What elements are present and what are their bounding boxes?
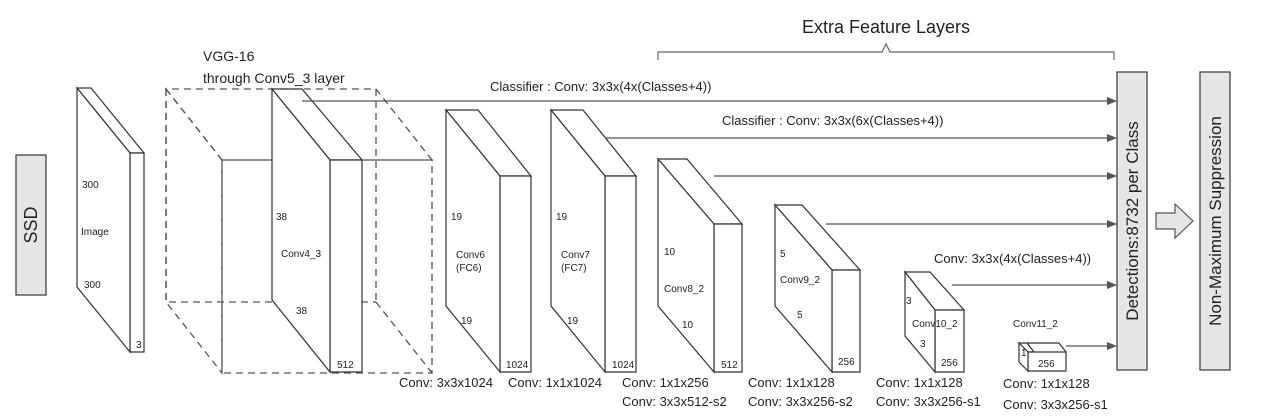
- conv9-2-width-label: 5: [797, 310, 803, 321]
- conv10-2-block: 3 Conv10_2 3 256: [903, 270, 966, 374]
- conv4-3-block: 38 Conv4_3 38 512: [270, 87, 364, 374]
- conv7-channel-label: 1024: [612, 360, 635, 371]
- flow-arrow-icon: [1155, 202, 1194, 240]
- image-height-label: 300: [82, 180, 99, 191]
- classifier-label-2: Classifier : Conv: 3x3x(6x(Classes+4)): [722, 113, 943, 128]
- conv6-width-label: 19: [461, 316, 473, 327]
- conv10-2-width-label: 3: [920, 339, 926, 350]
- conv6-name-label: Conv6: [456, 250, 485, 261]
- conv7-conv-label: Conv: 1x1x1024: [508, 375, 602, 390]
- conv8-2-conv2-label: Conv: 3x3x512-s2: [622, 394, 727, 409]
- conv9-2-height-label: 5: [780, 249, 786, 260]
- detections-box: Detections:8732 per Class: [1116, 71, 1148, 371]
- conv11-2-name-label: Conv11_2: [1013, 319, 1058, 330]
- conv8-2-height-label: 10: [664, 247, 676, 258]
- conv6-channel-label: 1024: [506, 360, 529, 371]
- conv10-2-conv1-label: Conv: 1x1x128: [876, 375, 963, 390]
- image-channel-label: 3: [136, 340, 142, 351]
- conv8-2-conv1-label: Conv: 1x1x256: [622, 375, 709, 390]
- extra-feature-layers-brace: [657, 42, 1115, 60]
- conv4-3-channel-label: 512: [337, 360, 354, 371]
- conv10-2-channel-label: 256: [941, 358, 958, 369]
- conv9-2-name-label: Conv9_2: [780, 275, 820, 286]
- conv10-2-height-label: 3: [906, 296, 912, 307]
- conv11-2-block: 1 256: [1017, 341, 1067, 373]
- conv9-2-channel-label: 256: [838, 357, 855, 368]
- conv4-3-width-label: 38: [296, 306, 308, 317]
- conv9-2-conv2-label: Conv: 3x3x256-s2: [748, 394, 853, 409]
- conv7-sub-label: (FC7): [561, 263, 587, 274]
- conv11-2-conv1-label: Conv: 1x1x128: [1003, 376, 1090, 391]
- conv6-height-label: 19: [451, 212, 463, 223]
- conv-classifier-small-label: Conv: 3x3x(4x(Classes+4)): [934, 251, 1091, 266]
- detections-label: Detections:8732 per Class: [1123, 121, 1142, 320]
- conv4-3-height-label: 38: [276, 212, 288, 223]
- nms-box: Non-Maximum Suppression: [1199, 71, 1231, 371]
- conv6-sub-label: (FC6): [456, 263, 482, 274]
- conv11-2-channel-label: 256: [1038, 359, 1055, 370]
- ssd-label: SSD: [21, 206, 41, 243]
- conv6-block: 19 Conv6 (FC6) 19 1024: [444, 108, 533, 374]
- conv7-name-label: Conv7: [561, 250, 590, 261]
- conv8-2-name-label: Conv8_2: [664, 284, 704, 295]
- conv9-2-block: 5 Conv9_2 5 256: [773, 203, 862, 374]
- classifier-label-1: Classifier : Conv: 3x3x(4x(Classes+4)): [490, 79, 711, 94]
- extra-feature-layers-label: Extra Feature Layers: [802, 17, 970, 37]
- image-width-label: 300: [84, 280, 101, 291]
- ssd-label-box: SSD: [15, 154, 47, 296]
- conv9-2-conv1-label: Conv: 1x1x128: [748, 375, 835, 390]
- conv10-2-name-label: Conv10_2: [912, 319, 958, 330]
- conv6-conv-label: Conv: 3x3x1024: [399, 375, 493, 390]
- nms-label: Non-Maximum Suppression: [1206, 116, 1225, 326]
- conv11-2-height-label: 1: [1021, 348, 1027, 359]
- image-name-label: Image: [81, 227, 109, 238]
- conv8-2-block: 10 Conv8_2 10 512: [656, 157, 744, 374]
- conv7-block: 19 Conv7 (FC7) 19 1024: [549, 108, 638, 374]
- image-block: 300 Image 300 3: [75, 86, 146, 354]
- conv7-width-label: 19: [567, 316, 579, 327]
- conv11-2-conv2-label: Conv: 3x3x256-s1: [1003, 397, 1108, 412]
- conv7-height-label: 19: [556, 212, 568, 223]
- conv10-2-conv2-label: Conv: 3x3x256-s1: [876, 394, 981, 409]
- conv4-3-name-label: Conv4_3: [281, 249, 321, 260]
- conv8-2-channel-label: 512: [721, 360, 738, 371]
- vgg-label-line2: through Conv5_3 layer: [203, 70, 345, 86]
- conv8-2-width-label: 10: [682, 320, 694, 331]
- vgg-label-line1: VGG-16: [203, 48, 255, 64]
